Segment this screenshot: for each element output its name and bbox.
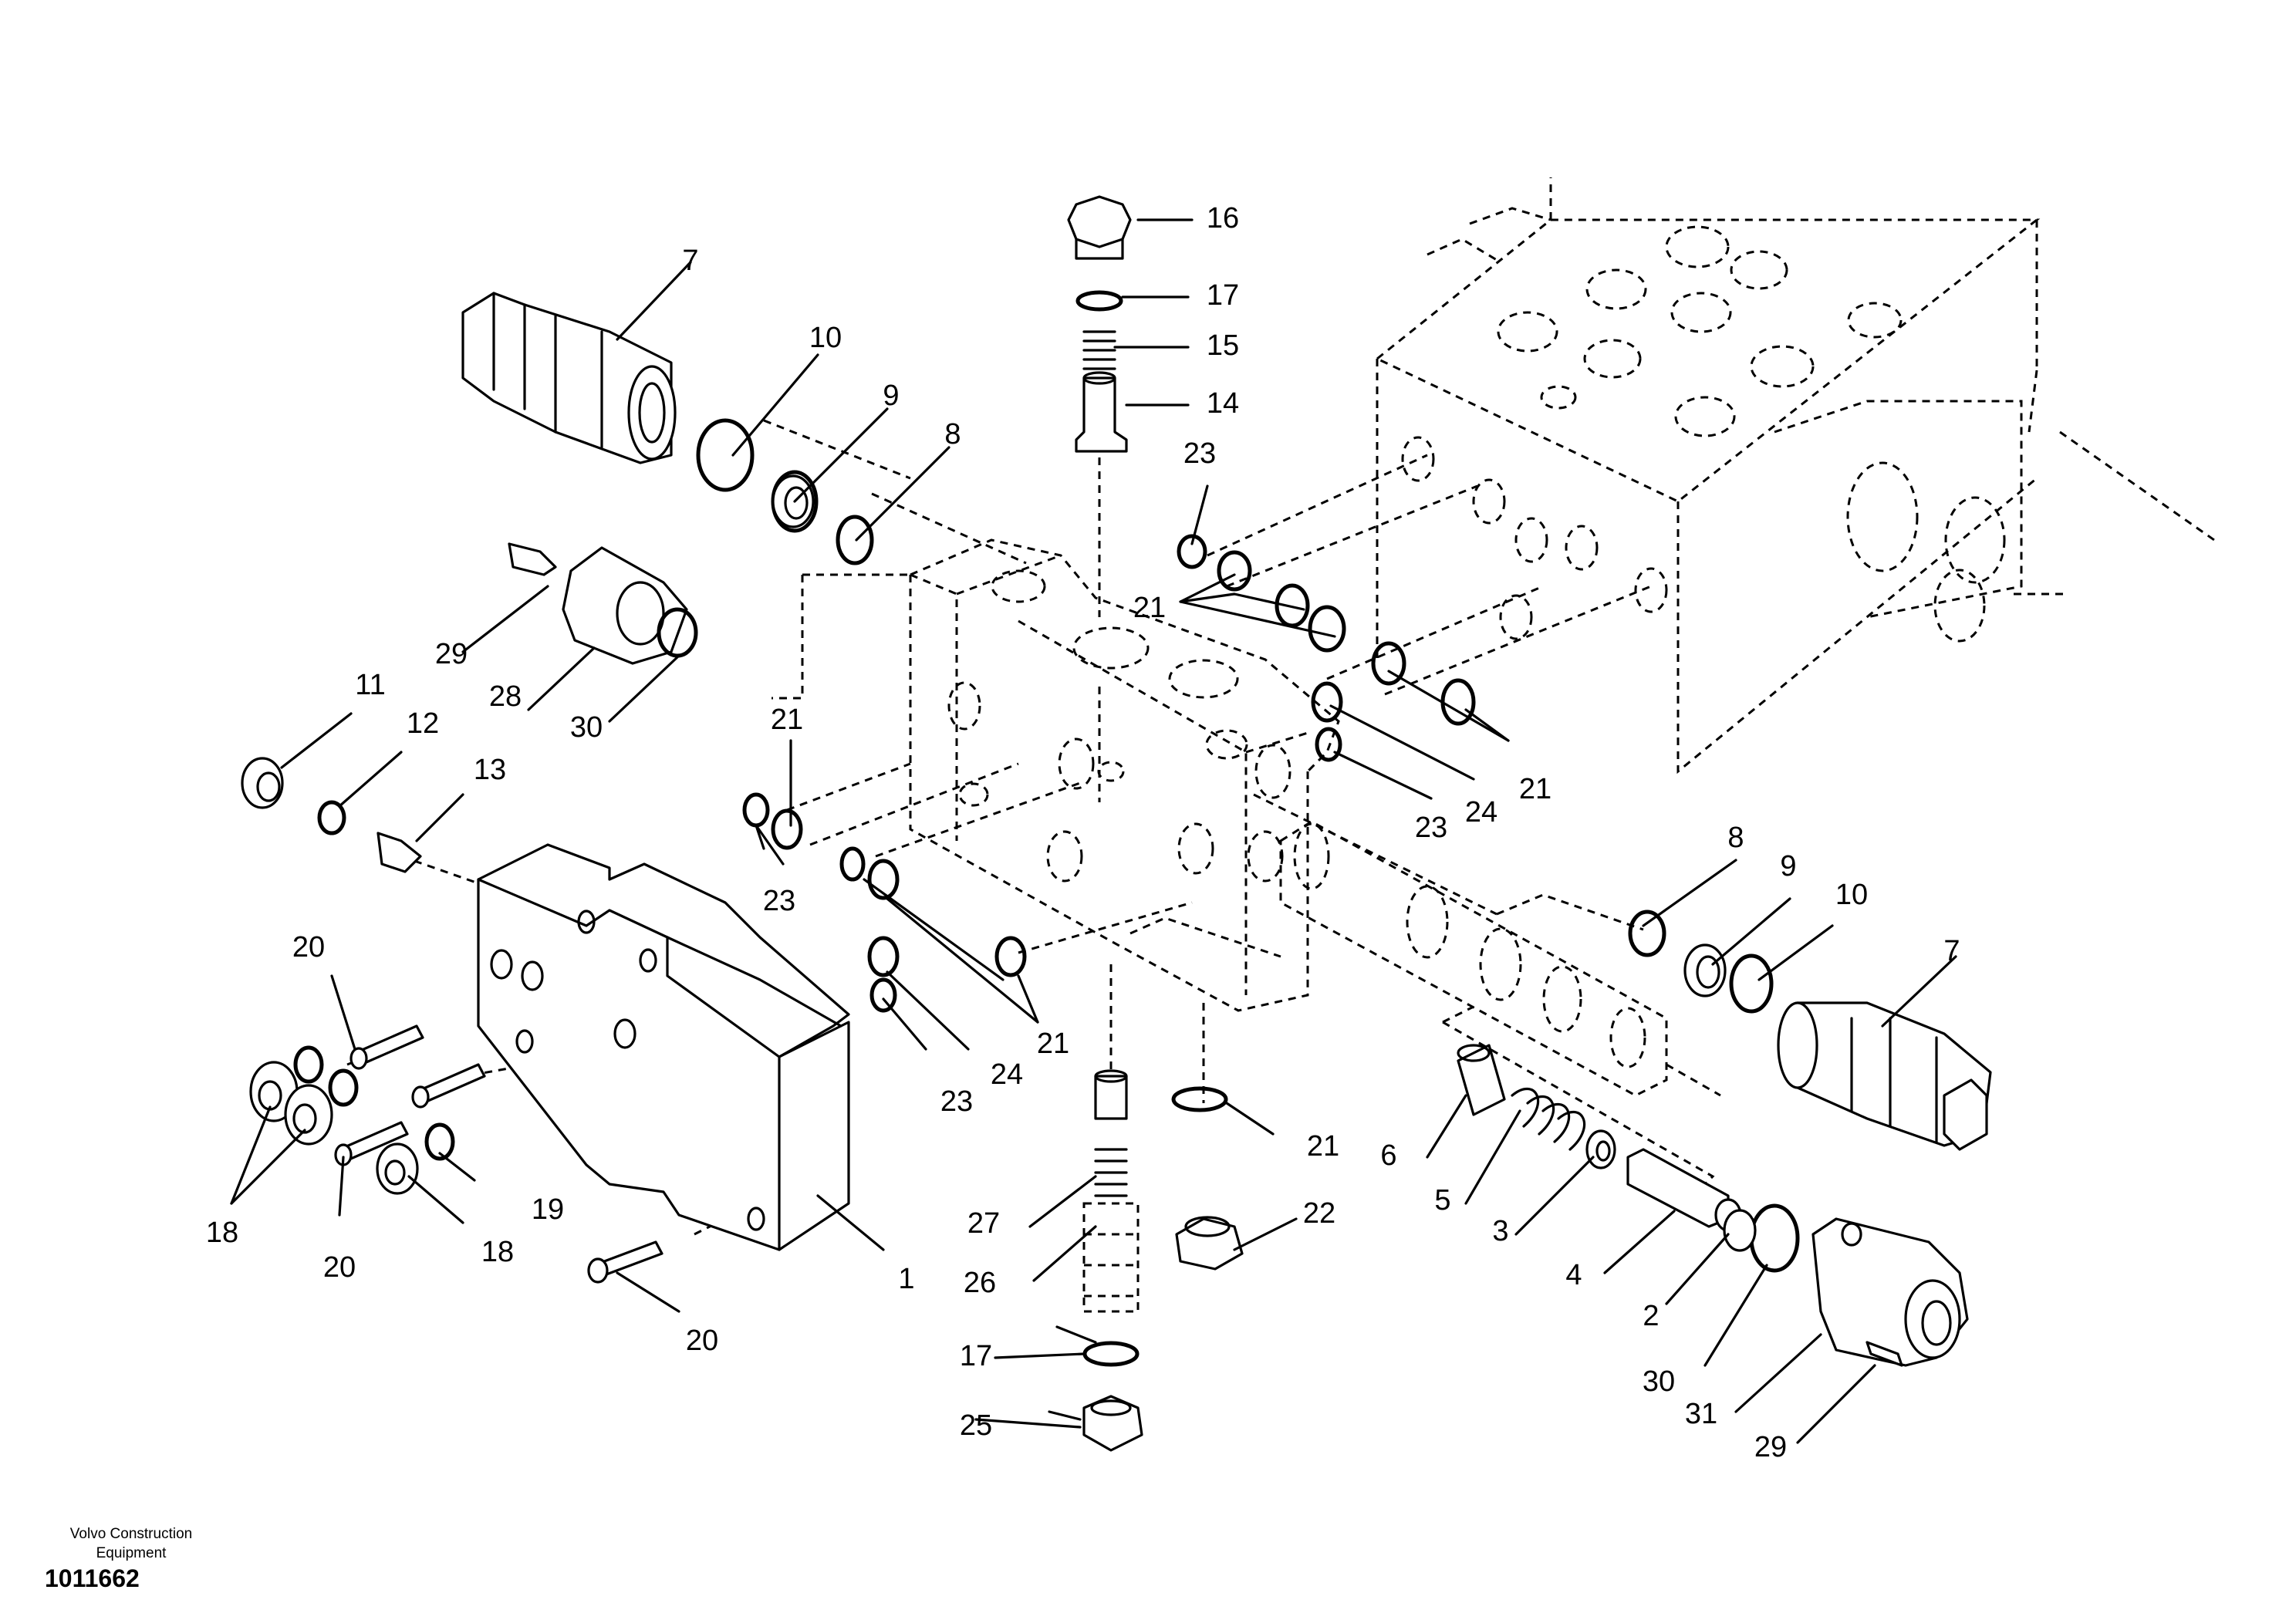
callout-7: 7 <box>1943 935 1960 967</box>
callout-21: 21 <box>1519 773 1551 805</box>
callout-leader-lines <box>230 218 1957 1444</box>
callout-23: 23 <box>763 885 795 917</box>
callout-7: 7 <box>682 245 698 277</box>
callout-18: 18 <box>481 1236 514 1268</box>
callout-25: 25 <box>960 1409 992 1442</box>
callout-17: 17 <box>1207 279 1239 312</box>
callout-5: 5 <box>1434 1184 1450 1217</box>
callout-21: 21 <box>1307 1130 1339 1163</box>
callout-22: 22 <box>1303 1197 1335 1230</box>
callout-3: 3 <box>1492 1215 1508 1247</box>
callout-30: 30 <box>1643 1365 1675 1398</box>
callout-11: 11 <box>355 669 385 701</box>
callout-30: 30 <box>570 711 603 744</box>
callout-26: 26 <box>964 1267 996 1299</box>
parts-11-13-left <box>241 757 422 873</box>
callout-24: 24 <box>991 1058 1023 1091</box>
parts-18-20-plugs-bolts <box>249 1024 663 1284</box>
callout-15: 15 <box>1207 329 1239 362</box>
callout-13: 13 <box>474 754 506 786</box>
callout-4: 4 <box>1565 1259 1582 1291</box>
callout-16: 16 <box>1207 202 1239 235</box>
manufacturer-line-2: Equipment <box>96 1545 167 1561</box>
callout-6: 6 <box>1380 1139 1396 1172</box>
callout-20: 20 <box>686 1325 718 1357</box>
callout-24: 24 <box>1465 796 1497 829</box>
secondary-valve-body-outline <box>772 538 1340 1012</box>
callout-12: 12 <box>407 707 439 740</box>
part-7-relief-valve-lower <box>1777 1001 1992 1151</box>
callout-23: 23 <box>1415 812 1447 844</box>
callout-14: 14 <box>1207 387 1239 420</box>
callout-29: 29 <box>435 638 468 670</box>
callout-9: 9 <box>883 380 899 412</box>
callout-21: 21 <box>771 704 803 736</box>
callout-10: 10 <box>809 322 842 354</box>
parts-28-30-flange-upper <box>508 542 698 665</box>
callout-8: 8 <box>1727 822 1744 854</box>
spool-assembly-outline <box>1279 820 1721 1193</box>
callout-20: 20 <box>292 931 325 964</box>
drawing-number: 1011662 <box>45 1564 140 1592</box>
callout-31: 31 <box>1685 1398 1717 1430</box>
callout-29: 29 <box>1754 1431 1787 1463</box>
callout-21: 21 <box>1037 1028 1069 1060</box>
callout-1: 1 <box>898 1263 914 1295</box>
callout-17: 17 <box>960 1340 992 1372</box>
callout-23: 23 <box>940 1085 973 1118</box>
main-valve-housing-outline <box>1375 177 2215 775</box>
callout-10: 10 <box>1835 879 1868 911</box>
callout-labels: 16 17 15 14 7 10 9 8 23 21 29 28 30 11 1… <box>206 202 1960 1463</box>
part-9-backup-rings <box>772 474 1727 997</box>
manufacturer-label: Volvo Construction Equipment <box>39 1524 224 1563</box>
callout-27: 27 <box>967 1207 1000 1240</box>
part-7-relief-valve-upper <box>461 292 677 464</box>
o-rings <box>293 418 1800 1367</box>
callout-2: 2 <box>1643 1300 1659 1332</box>
parts-2-6-31-right <box>1457 1044 1969 1367</box>
part-1-cover-plate <box>477 843 850 1251</box>
callout-8: 8 <box>944 418 961 451</box>
parts-14-17-top-stack <box>1067 195 1132 453</box>
manufacturer-line-1: Volvo Construction <box>69 1526 193 1542</box>
callout-19: 19 <box>532 1193 564 1226</box>
callout-9: 9 <box>1780 850 1796 883</box>
callout-18: 18 <box>206 1217 238 1249</box>
parts-22-27-bottom-center <box>1082 1069 1244 1452</box>
callout-28: 28 <box>489 680 522 713</box>
callout-21: 21 <box>1133 592 1166 624</box>
callout-23: 23 <box>1183 437 1216 470</box>
callout-20: 20 <box>323 1251 356 1284</box>
